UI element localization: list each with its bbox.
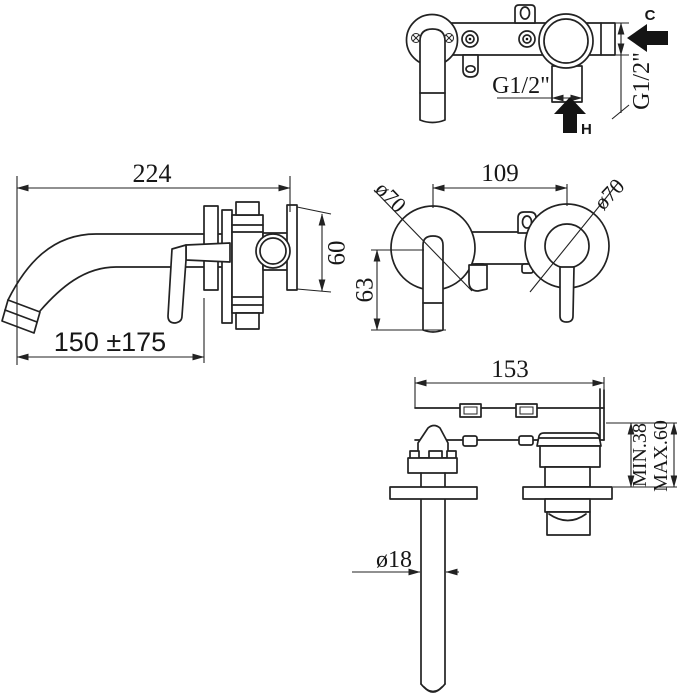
cartridge-collar bbox=[536, 432, 602, 447]
cold-dim-tick bbox=[611, 104, 630, 120]
cold-inlet-thread-label: G1/2" bbox=[629, 52, 655, 110]
fixing-lug-inner bbox=[463, 406, 478, 415]
hot-inlet-port bbox=[551, 65, 583, 103]
handle-lever-front bbox=[559, 266, 575, 323]
body-height-dim-label: 60 bbox=[324, 241, 351, 266]
spout-flange-diameter-label: ø70 bbox=[371, 176, 412, 217]
handle-pivot bbox=[255, 233, 291, 269]
side-view: 224 60 150 ±175 bbox=[1, 159, 351, 365]
spout-pipe-cap-inner bbox=[423, 686, 443, 693]
handle-flange-diameter-label: ø70 bbox=[589, 173, 630, 214]
block-cap-top bbox=[235, 201, 260, 216]
spout-drop-dim-label: 63 bbox=[352, 278, 379, 303]
fixing-lug bbox=[459, 403, 482, 418]
cold-port-label: C bbox=[645, 7, 656, 24]
spout-height-dim-label: 150 ±175 bbox=[54, 327, 166, 357]
handle-shaft bbox=[185, 242, 231, 263]
top-view: G1/2" H C G1/2" bbox=[405, 4, 668, 138]
outlet-boss-hole bbox=[465, 64, 476, 74]
fixing-lug bbox=[515, 403, 538, 418]
spout-fixing-flange bbox=[407, 457, 458, 474]
body-strip bbox=[221, 209, 233, 324]
cartridge-housing-inner bbox=[543, 18, 589, 64]
diameter-leader-left bbox=[373, 189, 473, 292]
handle-escutcheon-edge bbox=[522, 486, 613, 500]
mounting-tab-slot bbox=[521, 215, 533, 229]
handle-pivot-inner bbox=[259, 237, 287, 265]
flange-screw-cross bbox=[412, 34, 420, 42]
pipe-diameter-label: ø18 bbox=[376, 547, 412, 573]
dim-ext-line bbox=[296, 206, 332, 215]
screw-boss-inner bbox=[465, 34, 475, 44]
body-tab bbox=[462, 435, 478, 447]
spout-tube-top bbox=[419, 28, 446, 124]
handle-lever bbox=[167, 244, 187, 324]
spout-aerator-line bbox=[4, 309, 38, 323]
spout-escutcheon-edge bbox=[389, 486, 478, 500]
cartridge-sleeve bbox=[539, 445, 601, 468]
mounting-tab-slot bbox=[519, 6, 531, 20]
cartridge-neck bbox=[544, 466, 591, 488]
fixing-lug-inner bbox=[519, 406, 534, 415]
installation-view: 153 ø18 MIN.38 MAX.60 bbox=[352, 356, 677, 693]
recess-max-label: MAX.60 bbox=[650, 420, 672, 492]
centers-dim-label: 109 bbox=[481, 160, 519, 187]
block-cap-bottom bbox=[235, 312, 260, 330]
screw-boss-dot bbox=[525, 37, 529, 41]
spout-inner-curve bbox=[39, 266, 205, 312]
cartridge-block bbox=[231, 214, 264, 314]
spout-outer-curve bbox=[7, 233, 205, 301]
front-view: 109 ø70 ø70 63 bbox=[352, 160, 630, 333]
mounting-tab bbox=[514, 4, 536, 24]
recess-min-label: MIN.38 bbox=[629, 423, 651, 487]
screw-boss-inner bbox=[522, 34, 532, 44]
handle-knob-arc bbox=[548, 513, 587, 522]
hot-flow-arrow bbox=[554, 97, 586, 133]
spout-elbow bbox=[417, 424, 449, 459]
dim-ext-line bbox=[296, 288, 332, 293]
cartridge-housing bbox=[538, 13, 594, 69]
screw-boss-dot bbox=[468, 37, 472, 41]
flange-screw-cross bbox=[445, 34, 453, 42]
spout-bracket bbox=[468, 264, 488, 292]
body-tab bbox=[518, 435, 534, 446]
hot-inlet-thread-label: G1/2" bbox=[492, 73, 550, 99]
body-width-dim-label: 153 bbox=[491, 356, 529, 383]
spout-tube-front bbox=[422, 235, 444, 333]
width-dim-label: 224 bbox=[133, 159, 172, 188]
hot-port-label: H bbox=[581, 121, 592, 138]
diameter-leader-right bbox=[529, 182, 619, 293]
handle-base bbox=[544, 498, 591, 513]
cold-flow-arrow bbox=[627, 24, 668, 52]
